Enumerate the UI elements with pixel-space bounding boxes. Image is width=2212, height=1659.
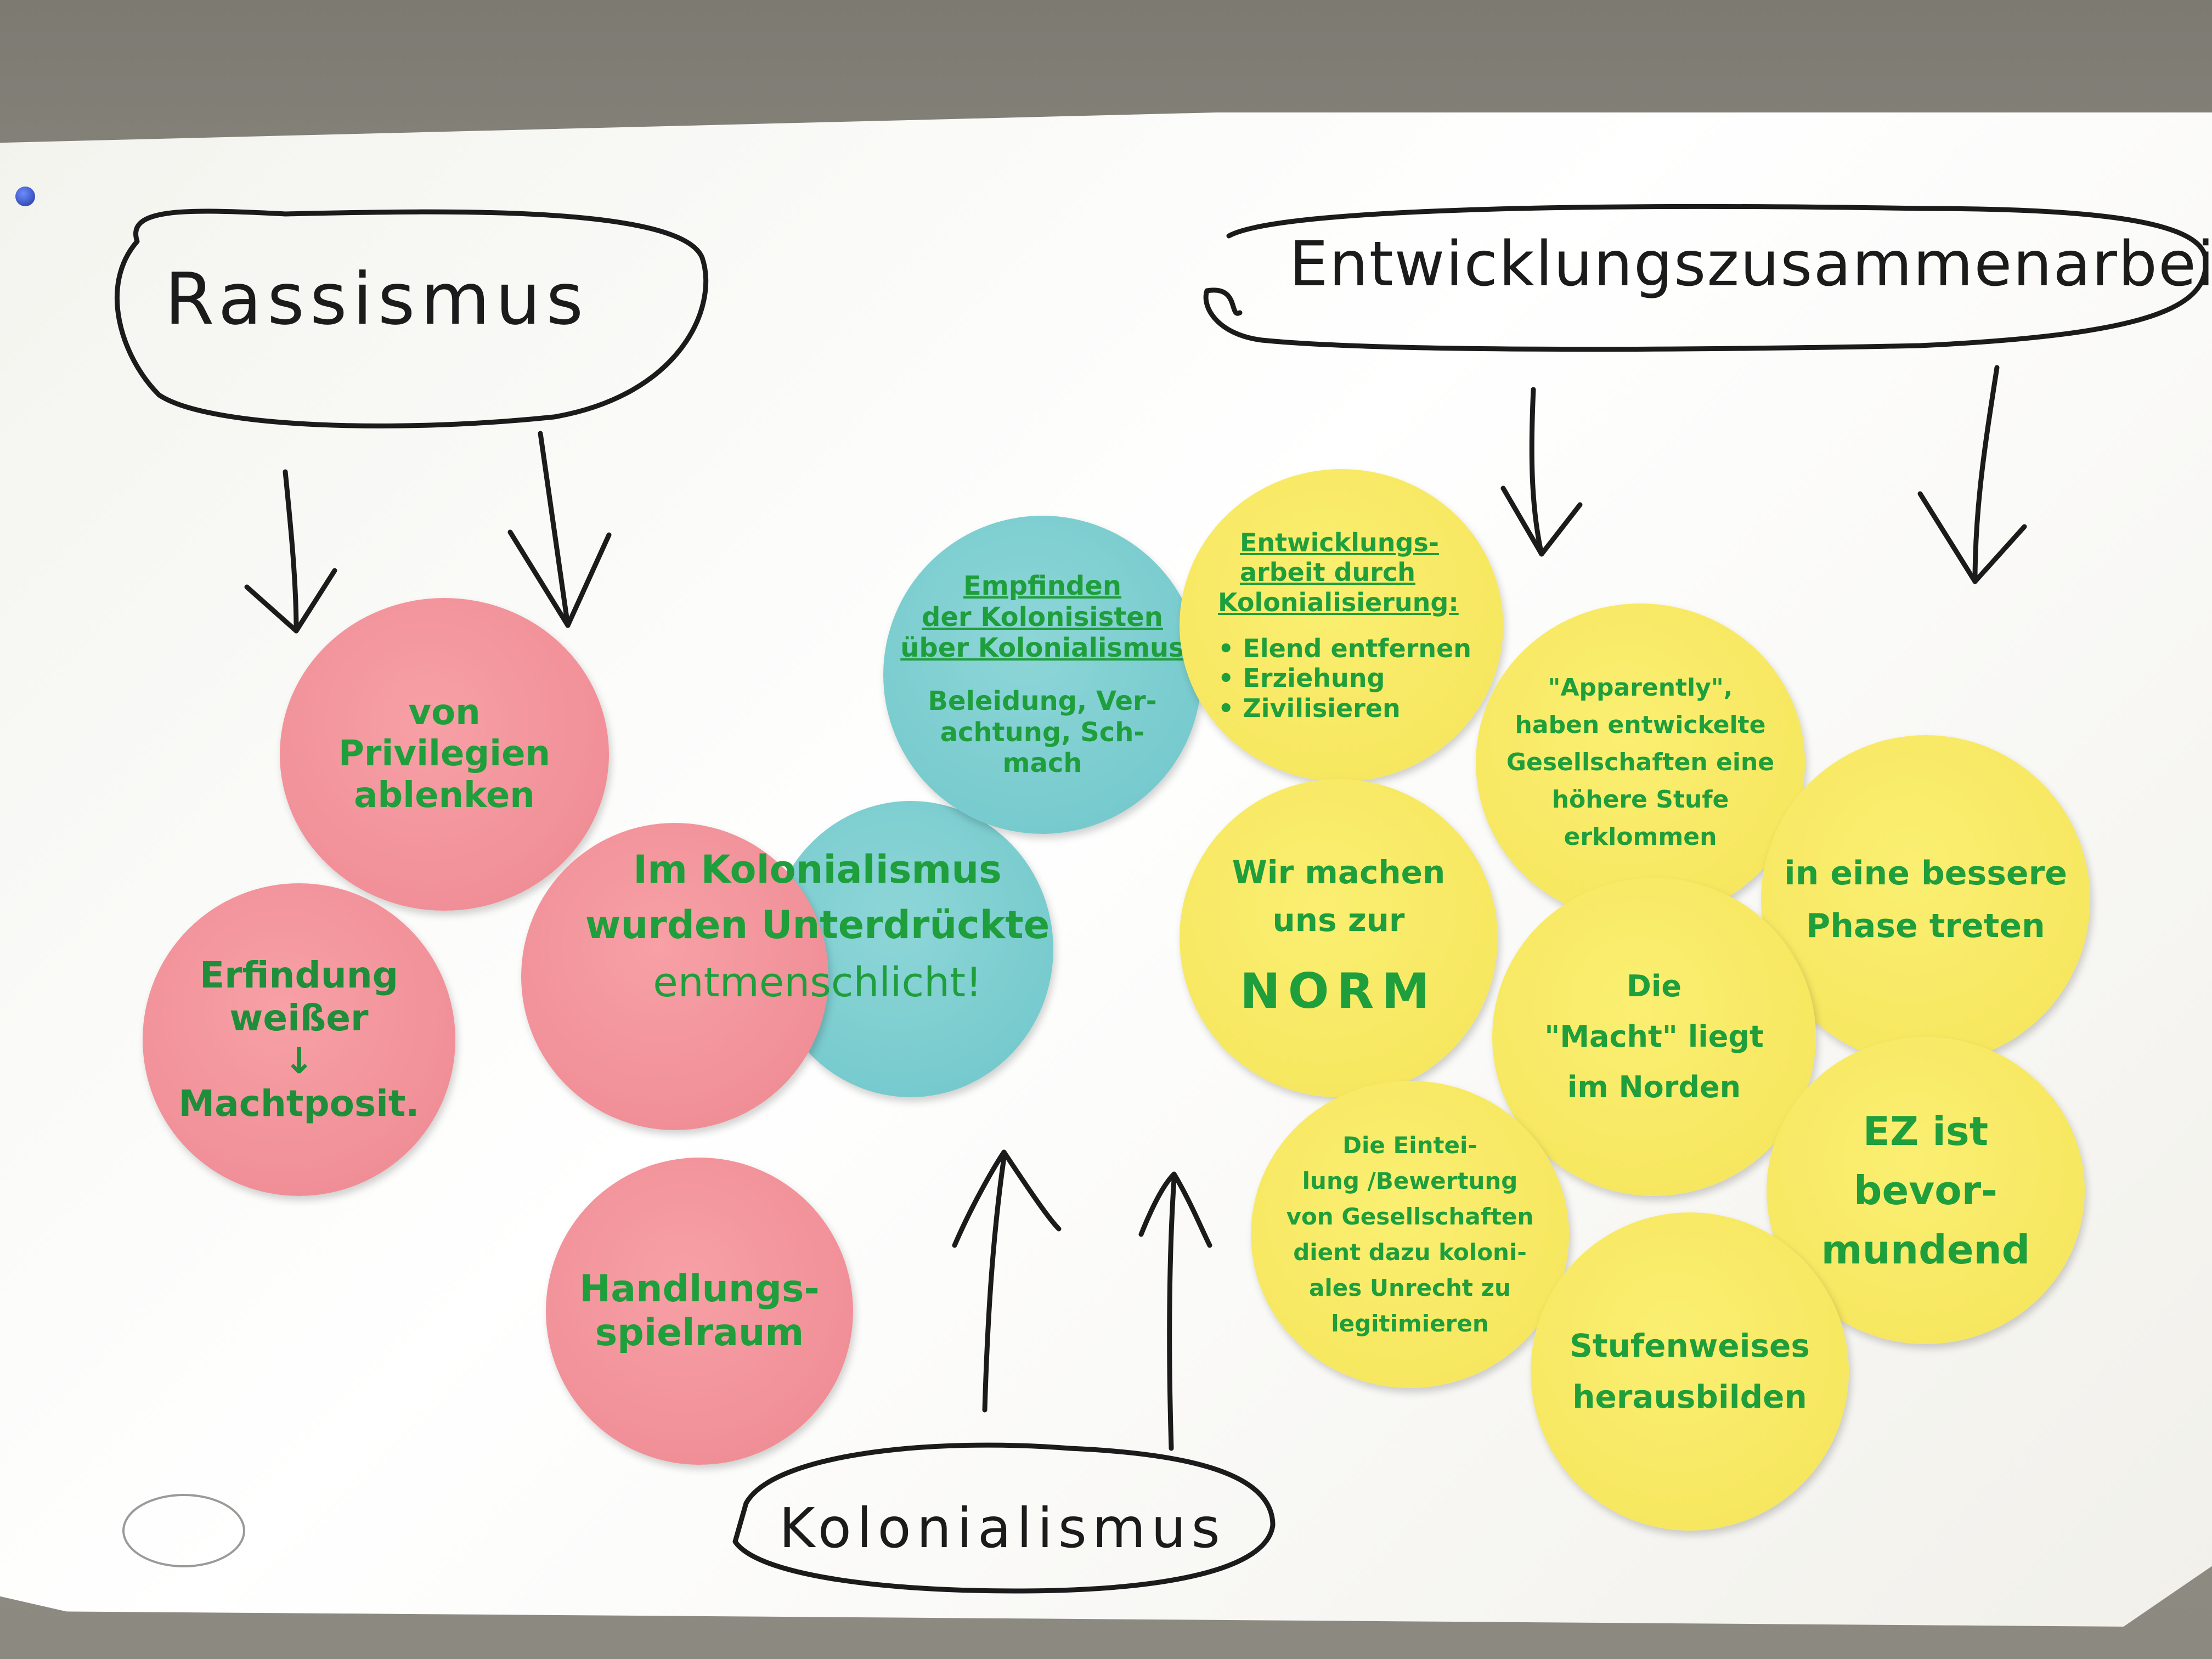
note-line: Stufenweises [1570,1327,1810,1365]
note-macht: Die "Macht" liegt im Norden [1492,878,1816,1196]
note-line: haben entwickelte [1515,710,1766,739]
heading-rassismus: Rassismus [165,257,589,341]
note-line: achtung, Sch- [940,716,1145,748]
note-apparently: "Apparently", haben entwickelte Gesellsc… [1476,603,1805,922]
note-line: von Gesellschaften [1286,1203,1534,1230]
arrow-rassismus-left [283,469,299,634]
note-line: "Apparently", [1548,673,1733,702]
arrow-rassismus-right [538,431,571,628]
note-line: Erfindung [199,954,398,997]
note-line: Privilegien [338,733,551,775]
push-pin-icon [15,187,35,206]
note-line: arbeit durch [1240,557,1416,588]
note-line: höhere Stufe [1551,786,1729,814]
arrow-ez-right [1972,365,2000,584]
note-line: uns zur [1272,901,1405,939]
note-line: erklommen [1564,823,1717,851]
note-line: ales Unrecht zu [1309,1274,1511,1302]
heading-entwicklung: Entwicklungszusammenarbeit [1289,229,2212,300]
note-kolonialismus-pink [521,823,828,1130]
rassismus-bubble [114,208,709,428]
note-norm: Wir machen uns zur NORM [1180,779,1498,1097]
note-line: mach [1002,748,1082,779]
kolonialismus-bubble [732,1442,1276,1594]
note-line: Beleidung, Ver- [928,686,1157,716]
note-line: Kolonialisierung: [1218,587,1459,617]
note-line: "Macht" liegt [1544,1019,1764,1054]
note-line: • Erziehung [1218,663,1385,693]
note-line: • Zivilisieren [1218,693,1401,723]
note-line: Machtposit. [178,1082,420,1125]
note-line: spielraum [595,1311,804,1355]
arrow-kol-right [1167,1177,1177,1451]
note-line: Empfinden [963,571,1121,602]
note-line: EZ ist [1863,1108,1989,1154]
note-line: Phase treten [1806,907,2045,945]
note-line: der Kolonisisten [922,601,1163,633]
note-line: Gesellschaften eine [1506,748,1775,776]
note-privilegien: von Privilegien ablenken [280,598,609,911]
heading-kolonialismus: Kolonialismus [779,1496,1226,1560]
note-ez-bevormundend: EZ ist bevor- mundend [1767,1037,2085,1344]
note-line: Wir machen [1232,854,1446,891]
note-line: weißer [229,997,369,1040]
note-line: herausbilden [1572,1378,1807,1415]
note-line: in eine bessere [1784,854,2067,893]
note-line: ↓ [284,1040,314,1082]
arrow-ez-left [1529,387,1544,557]
note-entmenschlicht-text: Im Kolonialismus wurden Unterdrückte ent… [571,817,1064,1037]
note-line: wurden Unterdrückte [585,902,1050,948]
note-handlungsspielraum: Handlungs- spielraum [546,1158,853,1465]
note-line: lung /Bewertung [1302,1167,1518,1194]
note-erfindung: Erfindung weißer ↓ Machtposit. [143,883,455,1196]
note-entwicklungsarbeit: Entwicklungs- arbeit durch Kolonialisier… [1180,469,1503,782]
note-line: Im Kolonialismus [633,847,1002,892]
note-line: dient dazu koloni- [1293,1239,1527,1266]
note-line: Handlungs- [579,1267,820,1311]
note-einteilung: Die Eintei- lung /Bewertung von Gesellsc… [1251,1081,1569,1388]
note-line: ablenken [354,775,535,816]
note-line: entmenschlicht! [653,958,982,1006]
note-line: Die Eintei- [1342,1131,1477,1159]
note-line: Die [1627,969,1681,1004]
note-stufenweise: Stufenweises herausbilden [1531,1212,1849,1531]
note-line: Entwicklungs- [1240,528,1439,558]
note-line: legitimieren [1331,1310,1489,1338]
note-line: im Norden [1567,1069,1741,1104]
note-line: mundend [1821,1227,2030,1273]
note-bessere-phase: in eine bessere Phase treten [1761,735,2090,1064]
note-line: von [408,692,481,733]
pencil-oval [122,1494,245,1567]
note-empfinden: Empfinden der Kolonisisten über Kolonial… [883,516,1201,834]
note-line: über Kolonialismus [900,633,1184,664]
entwicklung-bubble [1203,204,2209,352]
note-line: • Elend entfernen [1218,634,1472,663]
note-line: NORM [1240,963,1437,1019]
note-line: bevor- [1853,1167,1998,1214]
arrow-kol-left [982,1155,1007,1413]
